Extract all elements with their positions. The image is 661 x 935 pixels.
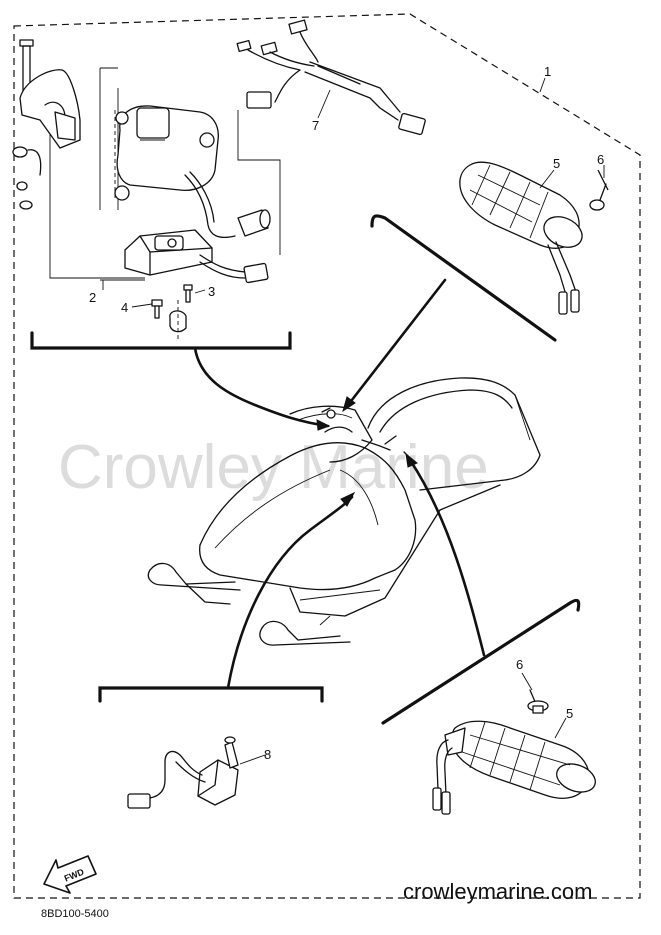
grip-top xyxy=(459,161,583,315)
grip-bottom xyxy=(432,720,596,815)
rivet-top xyxy=(589,169,609,211)
leader-lines xyxy=(100,77,605,765)
callout-5-top: 5 xyxy=(553,156,560,171)
wire-harness xyxy=(236,19,426,136)
callout-3: 3 xyxy=(208,284,215,299)
bracket-bottom-right xyxy=(381,452,581,725)
website-link[interactable]: crowleymarine.com xyxy=(403,879,593,904)
kit-boundary xyxy=(13,13,641,899)
watermark-text: Crowley Marine xyxy=(58,433,489,502)
callout-1: 1 xyxy=(544,64,551,79)
toggle-switch xyxy=(127,736,239,809)
callout-6-top: 6 xyxy=(597,152,604,167)
fwd-arrow-icon: FWD xyxy=(43,855,97,894)
rivet-bottom xyxy=(527,689,549,714)
bracket-bottom-left xyxy=(98,491,356,703)
callout-8: 8 xyxy=(264,747,271,762)
callout-5-bottom: 5 xyxy=(566,706,573,721)
callout-7: 7 xyxy=(312,118,319,133)
snowmobile-illustration xyxy=(147,377,541,646)
diagram-code: 8BD100-5400 xyxy=(41,908,109,920)
callout-4: 4 xyxy=(121,300,128,315)
callout-2: 2 xyxy=(89,290,96,305)
switch-assembly xyxy=(12,39,281,340)
bracket-top-left xyxy=(30,331,331,431)
bracket-top-right xyxy=(342,214,557,413)
callout-6-bottom: 6 xyxy=(516,657,523,672)
